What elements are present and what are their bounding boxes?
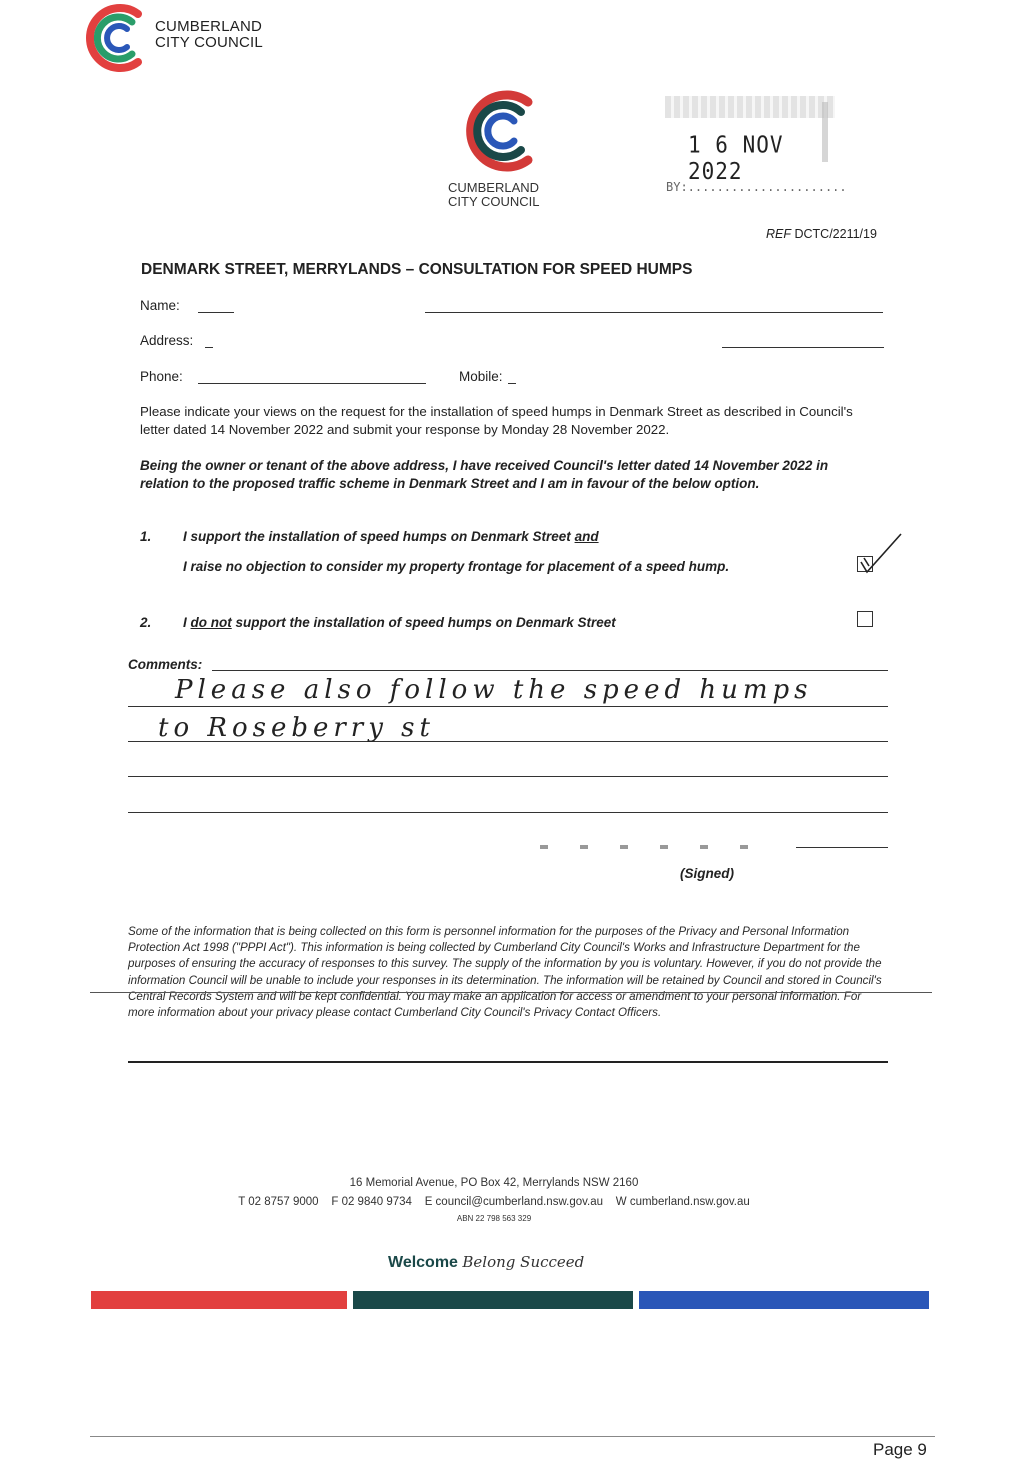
footer-address: 16 Memorial Avenue, PO Box 42, Merryland… — [349, 1177, 639, 1189]
footer-bar-teal — [353, 1291, 633, 1309]
address-field-mark — [205, 347, 213, 348]
signature-redaction-marks — [540, 845, 780, 849]
form-title: DENMARK STREET, MERRYLANDS – CONSULTATIO… — [141, 261, 693, 278]
comments-line-2[interactable] — [128, 741, 888, 742]
option-2-text-post: support the installation of speed humps … — [231, 615, 616, 630]
reference-label: REF — [766, 227, 791, 241]
option-1-text: I support the installation of speed hump… — [183, 529, 575, 544]
address-field[interactable] — [722, 347, 884, 348]
stamp-date: 1 6 NOV 2022 — [688, 131, 784, 185]
stamp-top-smudge — [665, 96, 835, 118]
option-2-text-pre: I — [183, 615, 191, 630]
comments-line-4[interactable] — [128, 812, 888, 813]
reference-value: DCTC/2211/19 — [794, 227, 877, 241]
reference: REF DCTC/2211/19 — [766, 227, 877, 241]
option-1-line1: I support the installation of speed hump… — [183, 529, 599, 544]
phone-field[interactable] — [198, 383, 426, 384]
council-logo-icon — [86, 4, 142, 72]
option-2-underlined: do not — [190, 615, 232, 630]
footer-bar-red — [91, 1291, 347, 1309]
option-1-check-mark-icon — [860, 533, 902, 574]
option-1-line2: I raise no objection to consider my prop… — [183, 559, 730, 574]
footer-abn: ABN 22 798 563 329 — [456, 1214, 532, 1223]
header-logo-line2: CITY COUNCIL — [155, 34, 263, 51]
option-1-checkbox[interactable] — [857, 556, 873, 572]
mobile-field-mark — [508, 383, 516, 384]
handwritten-comment-2: to Roseberry st — [158, 713, 435, 743]
received-stamp: 1 6 NOV 2022 BY:...................... — [660, 92, 847, 212]
privacy-statement: Some of the information that is being co… — [128, 925, 882, 1020]
comments-label: Comments: — [128, 657, 203, 672]
doc-logo-line2: CITY COUNCIL — [448, 194, 540, 209]
doc-logo-line1: CUMBERLAND — [448, 180, 540, 195]
privacy-bottom-rule — [128, 1061, 888, 1063]
option-2-line: I do not support the installation of spe… — [183, 615, 616, 630]
council-logo-icon — [466, 90, 533, 172]
option-2-number: 2. — [140, 615, 152, 630]
declaration: Being the owner or tenant of the above a… — [140, 458, 829, 491]
comments-line-1[interactable] — [128, 706, 888, 707]
page-number: Page 9 — [873, 1440, 927, 1459]
signature-line[interactable] — [796, 847, 888, 848]
instructions: Please indicate your views on the reques… — [140, 404, 853, 437]
footer-tagline: Welcome Belong Succeed — [388, 1253, 584, 1272]
tagline-welcome: Welcome — [388, 1254, 458, 1271]
mobile-label: Mobile: — [459, 369, 503, 384]
option-1-underlined: and — [574, 529, 599, 544]
option-1-number: 1. — [140, 529, 152, 544]
phone-label: Phone: — [140, 369, 183, 384]
name-field-mark — [198, 312, 234, 313]
document-logo: CUMBERLAND CITY COUNCIL — [440, 90, 560, 215]
footer-bar-blue — [639, 1291, 929, 1309]
comments-line-3[interactable] — [128, 776, 888, 777]
option-2-checkbox[interactable] — [857, 611, 873, 627]
header-logo-line1: CUMBERLAND — [155, 18, 263, 35]
name-field[interactable] — [425, 312, 883, 313]
name-label: Name: — [140, 298, 180, 313]
stamp-right-edge — [822, 102, 828, 162]
scan-artifact-line — [90, 992, 932, 993]
footer-contact: T 02 8757 9000 F 02 9840 9734 E council@… — [238, 1196, 750, 1208]
signed-label: (Signed) — [680, 866, 734, 881]
address-label: Address: — [140, 333, 194, 348]
handwritten-comment-1: Please also follow the speed humps — [175, 675, 813, 705]
comments-line-0[interactable] — [212, 670, 888, 671]
tagline-rest: Belong Succeed — [462, 1253, 585, 1271]
header-logo: CUMBERLAND CITY COUNCIL — [78, 0, 278, 78]
page-rule — [90, 1436, 935, 1437]
stamp-by: BY:...................... — [666, 180, 847, 194]
